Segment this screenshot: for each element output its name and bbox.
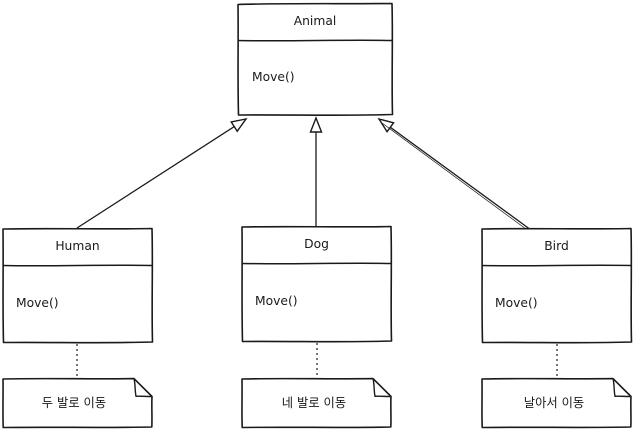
note-bird-text: 날아서 이동	[524, 396, 584, 410]
note-human: 두 발로 이동	[2, 377, 153, 429]
inheritance-arrow-human-animal	[76, 117, 248, 229]
note-human-text: 두 발로 이동	[42, 396, 106, 410]
class-box-bird-outline	[481, 227, 633, 344]
class-method-human: Move()	[16, 296, 59, 310]
class-box-human-divider	[2, 264, 153, 267]
inheritance-edges	[76, 116, 532, 231]
note-human-outline	[2, 377, 153, 429]
class-method-dog: Move()	[255, 294, 298, 308]
note-dog-text: 네 발로 이동	[282, 396, 346, 410]
inheritance-arrow-bird-animal	[377, 117, 532, 231]
class-box-human-outline	[2, 227, 154, 344]
class-title-dog: Dog	[304, 237, 329, 251]
note-bird-outline	[481, 377, 632, 429]
note-dog-outline	[241, 377, 392, 429]
class-box-dog-divider	[241, 262, 392, 265]
class-box-animal-divider	[237, 39, 393, 42]
class-box-animal-outline	[237, 2, 394, 116]
class-title-human: Human	[55, 239, 99, 253]
inheritance-arrow-bird-animal-sketch-stroke	[381, 122, 529, 231]
note-dog: 네 발로 이동	[241, 377, 392, 429]
note-bird: 날아서 이동	[481, 377, 632, 429]
class-box-bird: Bird Move()	[481, 227, 633, 344]
class-title-animal: Animal	[294, 14, 337, 28]
class-method-animal: Move()	[252, 70, 295, 84]
class-method-bird: Move()	[495, 296, 538, 310]
class-box-human: Human Move()	[2, 227, 154, 344]
note-human-fold-corner	[133, 378, 153, 398]
class-box-dog-outline	[241, 225, 393, 343]
class-box-animal: Animal Move()	[237, 2, 394, 116]
class-box-dog: Dog Move()	[241, 225, 393, 343]
note-connectors	[76, 343, 558, 378]
class-box-bird-divider	[481, 264, 632, 267]
note-bird-fold-corner	[612, 378, 632, 398]
note-dog-fold-corner	[372, 378, 392, 398]
class-title-bird: Bird	[544, 239, 569, 253]
